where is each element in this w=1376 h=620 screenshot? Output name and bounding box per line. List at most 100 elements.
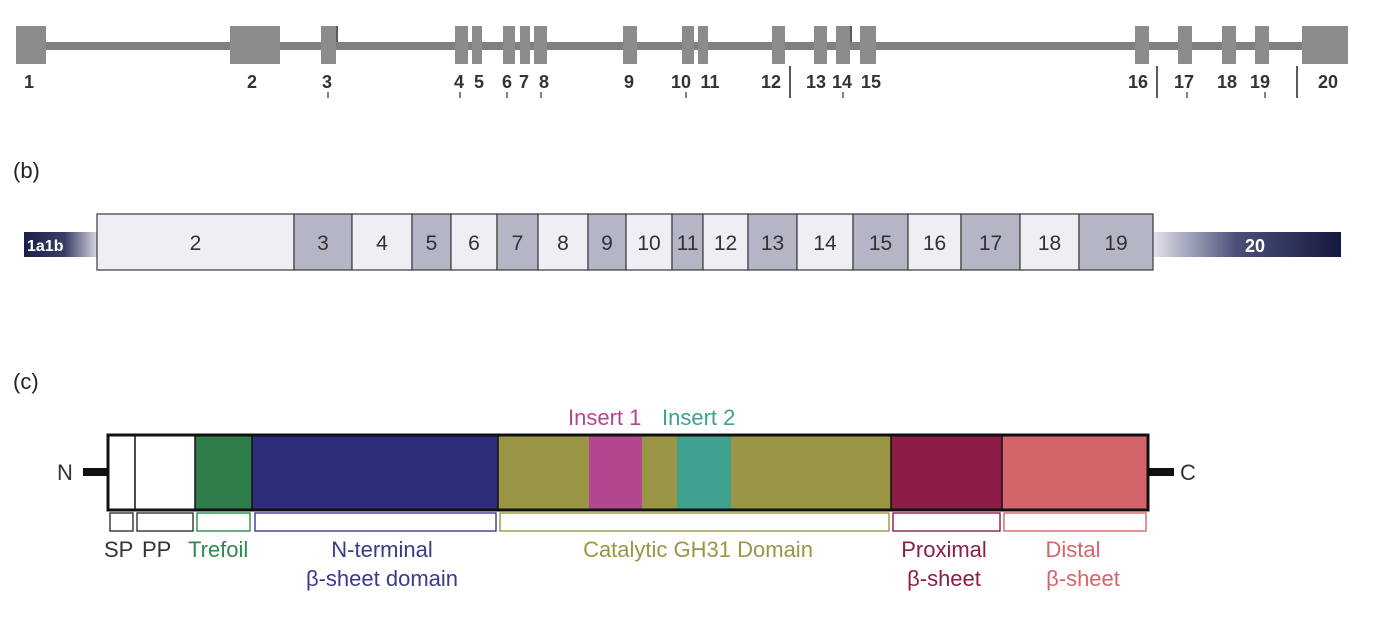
gene-exon-label-8: 8 [539,72,549,92]
gene-exon-10 [682,26,694,64]
domain-trefoil [195,436,252,509]
transcript-exon-5 [411,213,452,271]
gene-exon-label-18: 18 [1217,72,1237,92]
transcript-exon-4 [351,213,413,271]
panel-b-label: (b) [13,158,40,183]
transcript-exon-6 [450,213,498,271]
gene-exon-label-20: 20 [1318,72,1338,92]
domain-proximal [891,436,1002,509]
transcript-exon-8 [537,213,589,271]
transcript-exon-13 [747,213,798,271]
transcript-exon-label-14: 14 [813,232,837,255]
transcript-exon-11 [671,213,704,271]
n-terminus-label: N [57,460,73,485]
transcript-exon-label-2: 2 [190,232,202,255]
gene-exon-12 [772,26,785,64]
bracket-pp [136,512,194,532]
sp-label: SP [104,537,133,562]
beta-sheet-domain-label: β-sheet domain [306,566,458,591]
c-terminus-label: C [1180,460,1196,485]
gene-exon-19 [1255,26,1269,64]
transcript-exon-3 [293,213,353,271]
domain-sp [108,436,135,509]
domain-nterm [252,436,498,509]
protein-domain-map: Insert 1 Insert 2 N C SP PP Trefoil N-te… [57,405,1196,591]
bracket-distal [1003,512,1147,532]
gene-exon-label-19: 19 [1250,72,1270,92]
distal-beta-sheet-label: β-sheet [1046,566,1120,591]
catalytic-domain-label: Catalytic GH31 Domain [583,537,813,562]
transcript-exon-label-5: 5 [426,232,438,255]
gene-exon-4 [455,26,468,64]
gene-exon-label-9: 9 [624,72,634,92]
gene-exon-label-13: 13 [806,72,826,92]
gene-exon-label-2: 2 [247,72,257,92]
transcript-exon-12 [702,213,749,271]
distal-label: Distal [1045,537,1100,562]
transcript-exon-18 [1019,213,1080,271]
n-terminus-stub [83,468,108,476]
domain-pp [135,436,195,509]
bracket-sp [109,512,134,532]
gene-exon-label-10: 10 [671,72,691,92]
bracket-proximal [892,512,1001,532]
gene-exon-label-7: 7 [519,72,529,92]
transcript-exon-7 [496,213,539,271]
transcript-exon-label-10: 10 [637,232,660,255]
gene-exon-label-15: 15 [861,72,881,92]
domain-distal [1002,436,1148,509]
c-terminus-stub [1147,468,1174,476]
domain-insert2 [677,436,731,509]
panel-c-label: (c) [13,369,39,394]
gene-exon-label-4: 4 [454,72,464,92]
protein-outline [106,433,1150,512]
gene-exon-label-5: 5 [474,72,484,92]
transcript-exon-label-8: 8 [557,232,569,255]
gene-exon-20 [1302,26,1348,64]
transcript-exon-label-7: 7 [512,232,524,255]
trefoil-label: Trefoil [188,537,248,562]
proximal-beta-sheet-label: β-sheet [907,566,981,591]
gene-exon-2 [230,26,280,64]
transcript-exon-label-13: 13 [761,232,784,255]
exon-20-label: 20 [1245,236,1265,256]
gene-exon-label-12: 12 [761,72,781,92]
exon-20-block [1153,232,1341,257]
gene-exon-9 [623,26,637,64]
bracket-trefoil [196,512,251,532]
gene-exon-16 [1135,26,1149,64]
transcript-exon-19 [1078,213,1154,271]
transcript-exon-label-16: 16 [923,232,946,255]
transcript-exon-label-19: 19 [1104,232,1127,255]
gene-exon-18 [1222,26,1236,64]
transcript-exon-label-12: 12 [714,232,737,255]
gene-exon-17 [1178,26,1192,64]
insert-1-label: Insert 1 [568,405,641,430]
gene-exon-label-1: 1 [24,72,34,92]
gene-exon-label-3: 3 [322,72,332,92]
transcript-exon-label-15: 15 [869,232,892,255]
gene-exon-6 [503,26,515,64]
transcript-exon-label-9: 9 [601,232,613,255]
transcript-exon-17 [960,213,1021,271]
bracket-nterm [254,512,497,532]
gene-exon-14 [836,26,850,64]
transcript-exon-label-3: 3 [317,232,329,255]
proximal-label: Proximal [901,537,987,562]
gene-exon-label-16: 16 [1128,72,1148,92]
gene-exon-label-17: 17 [1174,72,1194,92]
insert-2-label: Insert 2 [662,405,735,430]
transcript-exon-label-18: 18 [1038,232,1061,255]
transcript-exon-label-17: 17 [979,232,1002,255]
transcript-exon-15 [852,213,909,271]
n-terminal-label: N-terminal [331,537,432,562]
exon-1a1b-block [24,232,98,257]
gene-exon-15 [860,26,876,64]
transcript-exon-label-11: 11 [677,232,699,255]
pp-label: PP [142,537,171,562]
gene-exon-label-6: 6 [502,72,512,92]
gene-exon-8 [534,26,547,64]
